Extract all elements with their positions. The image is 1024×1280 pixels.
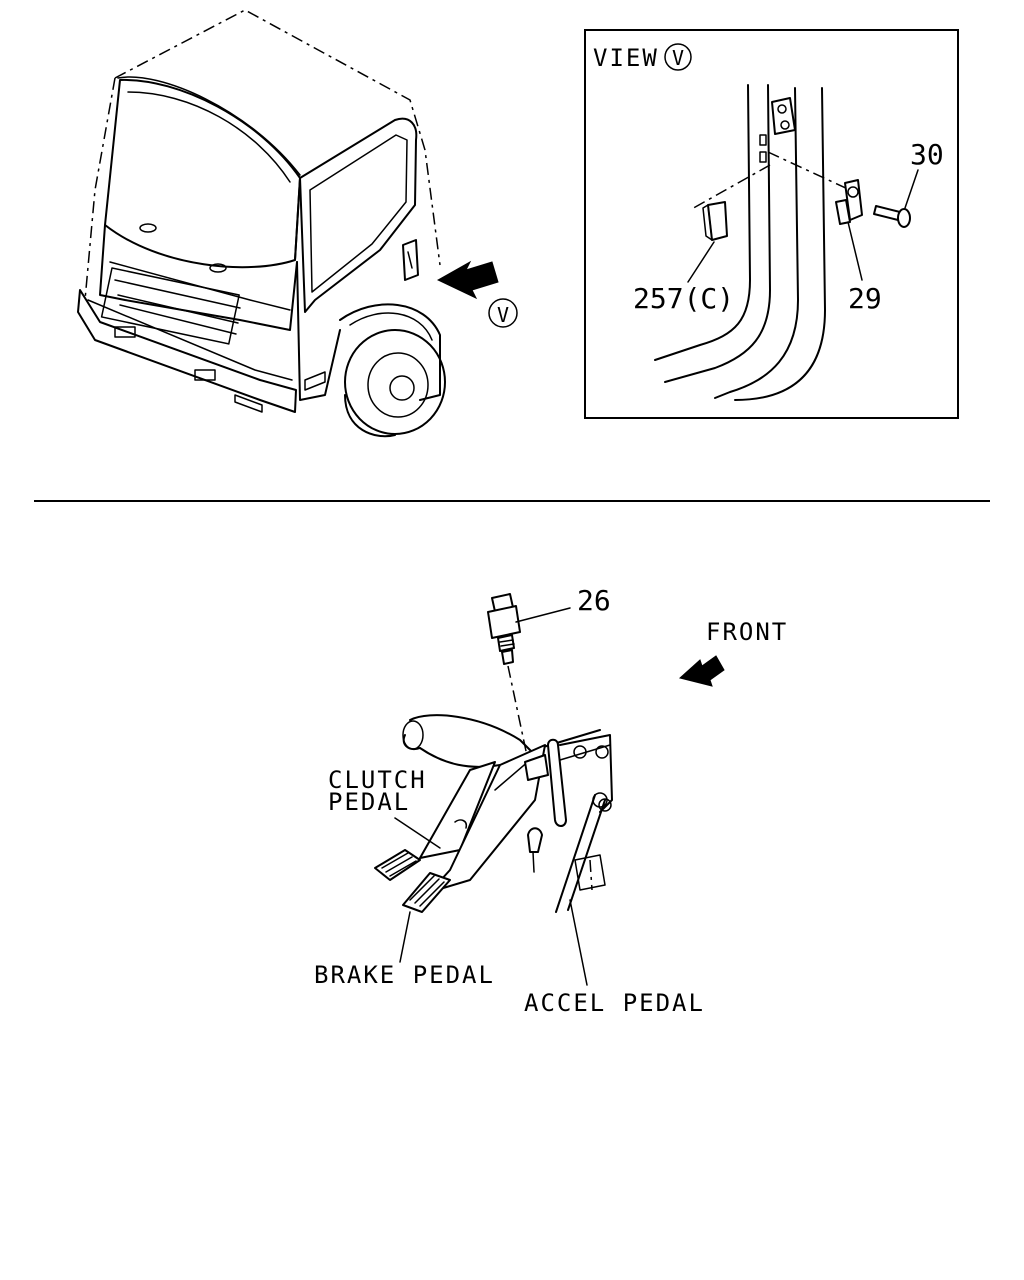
pedal-switch-icon (487, 593, 521, 665)
clutch-pedal-label-line2: PEDAL (328, 788, 410, 816)
view-box-marker: V (672, 46, 684, 70)
bolt-icon (873, 205, 911, 228)
view-box: VIEW V 257(C) 29 (584, 29, 959, 419)
clip-icon (702, 201, 728, 241)
view-arrow-icon (436, 260, 499, 300)
bracket-icon (835, 179, 863, 225)
view-arrow-marker-text: V (497, 303, 509, 327)
callout-26: 26 (577, 584, 611, 617)
front-label: FRONT (706, 618, 788, 646)
pedal-assembly-illustration (374, 714, 613, 913)
callout-257: 257(C) (633, 282, 734, 315)
clutch-pedal-label-line1: CLUTCH (328, 766, 427, 794)
accel-pedal-label: ACCEL PEDAL (524, 989, 705, 1017)
brake-pedal-label: BRAKE PEDAL (314, 961, 495, 989)
truck-cab-illustration (77, 9, 446, 438)
front-direction-arrow-icon (678, 655, 725, 687)
callout-30: 30 (910, 138, 944, 171)
view-box-title: VIEW (593, 44, 659, 72)
callout-29: 29 (848, 282, 882, 315)
view-marker-left: V (488, 298, 518, 328)
striker-icon (771, 97, 796, 135)
